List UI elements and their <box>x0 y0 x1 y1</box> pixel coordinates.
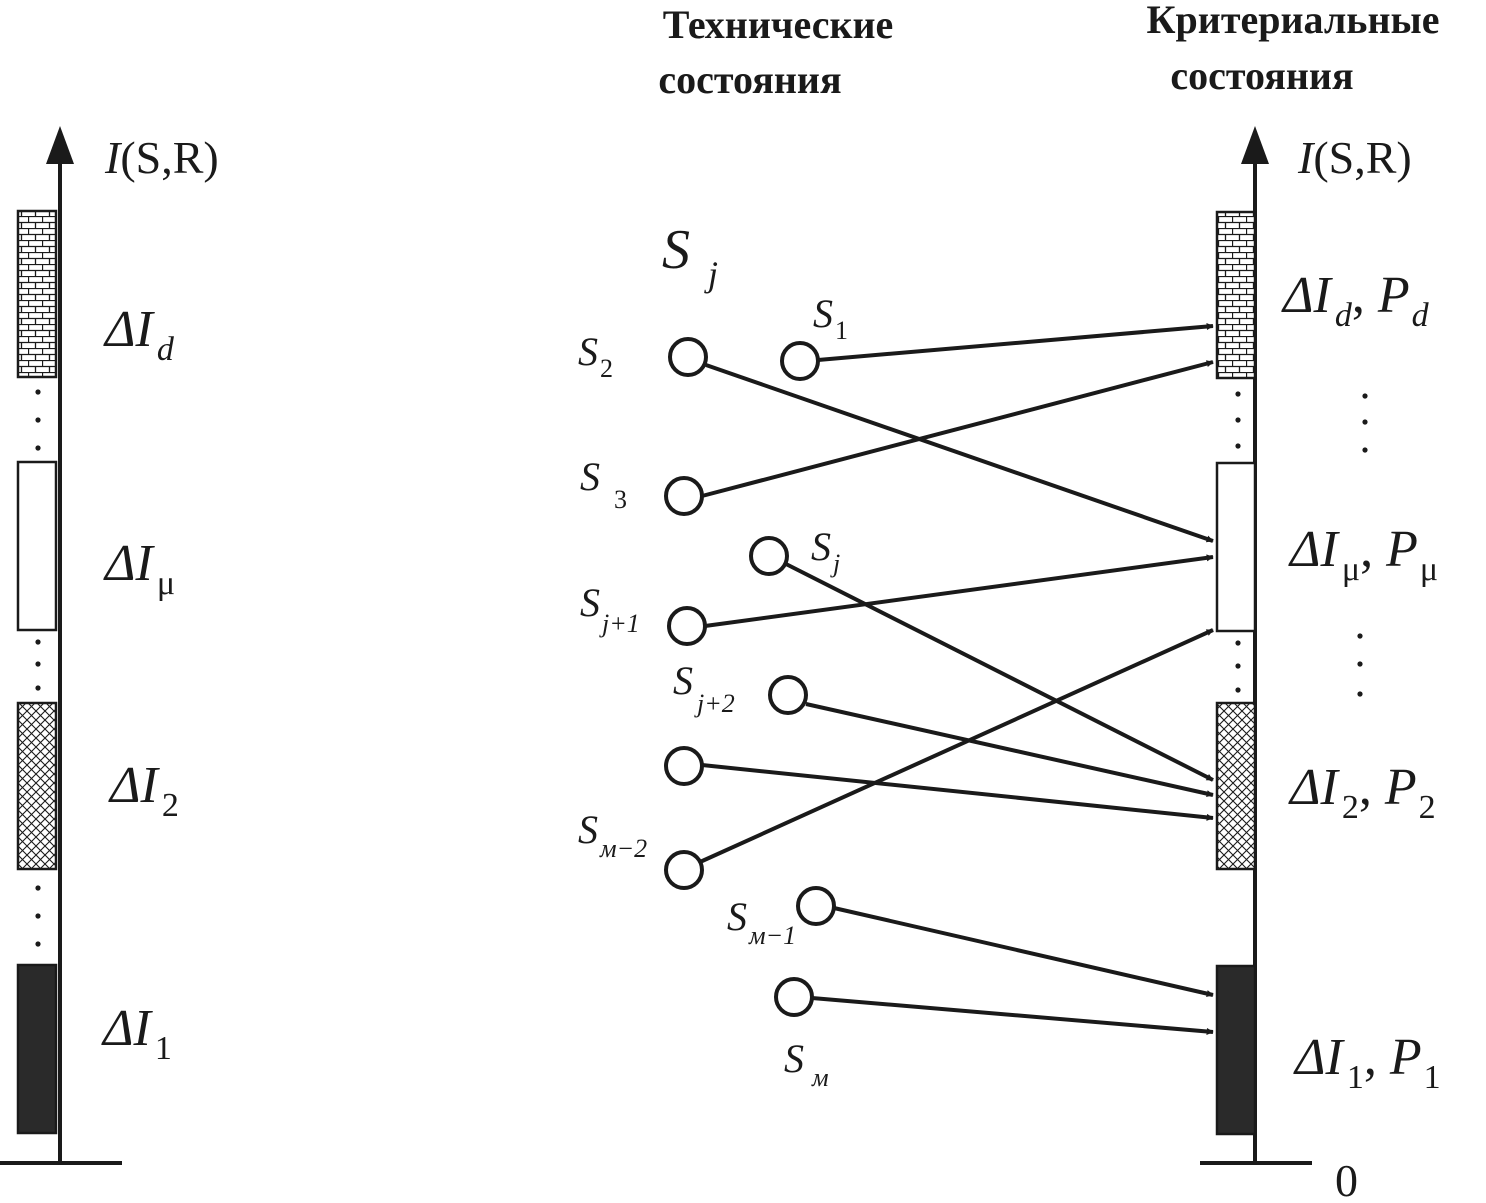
axis-zero-label: 0 <box>1335 1155 1358 1203</box>
right-axis-label: I(S,R) <box>1297 132 1412 183</box>
left-interval-mu-bar <box>16 460 58 632</box>
state-label-s1: S1 <box>813 291 848 345</box>
left-axis <box>0 126 122 1165</box>
state-node-unlabeled <box>664 746 704 786</box>
state-label-sm2: Sм−2 <box>578 807 647 863</box>
state-node-sm1 <box>796 886 836 926</box>
state-node-s3 <box>664 476 704 516</box>
left-interval-d-bar <box>16 209 58 379</box>
state-label-sj: Sj <box>811 524 840 578</box>
technical-states-heading-line2: состояния <box>658 57 841 102</box>
arrow-sm1-to-1 <box>833 906 1214 998</box>
state-node-sj <box>749 536 789 576</box>
right-interval-1-bar <box>1215 964 1257 1136</box>
state-node-sj1 <box>667 606 707 646</box>
left-axis-label: I(S,R) <box>104 132 219 183</box>
state-node-sj2 <box>768 675 808 715</box>
criterial-states-heading-line2: состояния <box>1170 53 1353 98</box>
state-label-s2: S2 <box>578 329 613 383</box>
arrow-unlabeled-to-2 <box>701 763 1214 821</box>
arrow-sj-to-2 <box>785 562 1214 782</box>
left-ellipsis-dots <box>35 389 41 947</box>
left-interval-2-bar <box>16 701 58 871</box>
left-axis-arrowhead <box>46 126 74 164</box>
state-label-sj1: Sj+1 <box>580 580 640 638</box>
state-label-sm1: Sм−1 <box>727 894 796 950</box>
arrow-s1-to-d <box>817 323 1214 362</box>
arrow-sm2-to-mu <box>699 628 1214 864</box>
state-nodes <box>664 337 836 1017</box>
criterial-states-heading-line1: Критериальные <box>1147 0 1440 42</box>
arrow-sj2-to-2 <box>805 702 1214 798</box>
state-label-s3: S3 <box>580 454 627 514</box>
state-node-s1 <box>780 341 820 381</box>
state-label-sj2: Sj+2 <box>673 658 735 718</box>
right-ellipsis-dots <box>1235 391 1368 697</box>
state-node-sm <box>774 977 814 1017</box>
left-interval-1-bar <box>16 963 58 1135</box>
arrow-s3-to-d <box>701 360 1214 498</box>
mapping-arrows <box>699 323 1214 1035</box>
arrow-s2-to-mu <box>705 363 1214 543</box>
technical-states-heading-line1: Технические <box>663 2 894 47</box>
state-node-s2 <box>668 337 708 377</box>
arrow-sj1-to-mu <box>704 554 1214 628</box>
right-interval-2-bar <box>1215 701 1257 871</box>
right-interval-d-bar <box>1215 210 1257 380</box>
right-interval-mu-bar <box>1215 461 1257 633</box>
arrow-sm-to-1 <box>811 996 1214 1035</box>
right-axis-arrowhead <box>1241 126 1269 164</box>
state-node-sm2 <box>664 850 704 890</box>
